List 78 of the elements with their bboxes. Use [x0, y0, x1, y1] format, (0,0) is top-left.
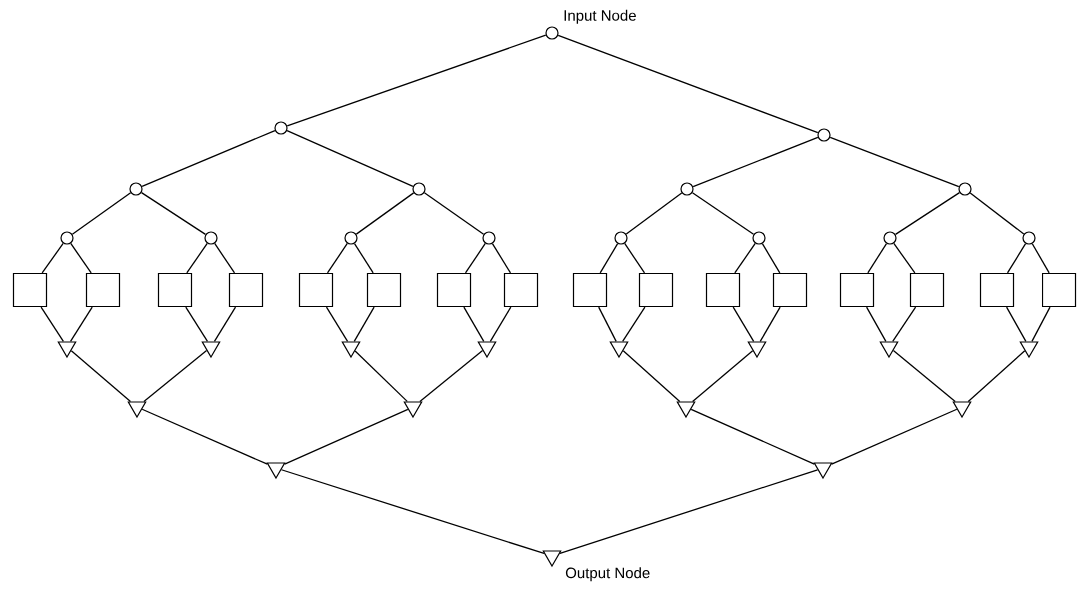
connector-line [734, 242, 756, 274]
connector-line [70, 242, 92, 274]
connector-line [761, 243, 781, 274]
connector-line [894, 191, 961, 236]
connector-line [491, 242, 512, 274]
square-box [638, 272, 674, 308]
connector-line [622, 306, 646, 343]
node-caption: Input Node [564, 9, 636, 24]
connector-line [892, 349, 956, 403]
connector-line [141, 408, 268, 465]
square-box [157, 272, 193, 308]
connector-line [143, 349, 208, 403]
connector-line [213, 306, 237, 343]
connector-line [419, 349, 484, 403]
connector-line [893, 242, 916, 274]
connector-line [353, 306, 375, 343]
connector-line [622, 350, 681, 403]
connector-line [829, 136, 960, 188]
connector-line [463, 306, 485, 343]
square-box [772, 272, 808, 308]
connector-line [625, 192, 683, 235]
square-box [298, 272, 334, 308]
connector-line [354, 350, 408, 403]
connector-line [759, 306, 781, 343]
square-box [979, 272, 1015, 308]
square-box [705, 272, 741, 308]
connector-line [185, 306, 209, 343]
square-box [85, 272, 121, 308]
connector-line [892, 306, 917, 343]
connector-line [286, 130, 414, 187]
connector-line [692, 350, 754, 403]
connector-line [1005, 306, 1027, 343]
connector-line [831, 408, 958, 465]
square-box [572, 272, 608, 308]
connector-line [214, 242, 236, 274]
connector-line [464, 242, 486, 274]
connector-line [70, 350, 132, 403]
connector-line [1031, 243, 1050, 274]
connector-line [969, 192, 1025, 235]
connector-line [732, 306, 755, 343]
square-box [839, 272, 875, 308]
connector-line [967, 350, 1026, 403]
connector-line [559, 469, 819, 555]
connector-line [1006, 242, 1027, 274]
square-box [366, 272, 402, 308]
connector-line [284, 408, 409, 465]
connector-line [40, 306, 64, 343]
connector-line [557, 34, 819, 134]
connector-line [41, 242, 64, 274]
square-box [228, 272, 264, 308]
connector-line [865, 306, 887, 343]
connector-line [69, 306, 93, 343]
connector-line [690, 408, 815, 465]
connector-line [691, 192, 755, 235]
connector-line [423, 192, 485, 235]
square-box [503, 272, 539, 308]
connector-line [141, 129, 276, 188]
connector-line [624, 242, 646, 274]
connector-line [599, 243, 619, 274]
square-box [909, 272, 945, 308]
square-box [1041, 272, 1077, 308]
connector-line [355, 192, 415, 235]
connector-line [867, 242, 888, 274]
square-box [12, 272, 48, 308]
connector-line [326, 242, 348, 274]
connector-line [140, 191, 207, 236]
connector-line [489, 306, 512, 343]
connector-line [598, 306, 617, 343]
square-box [436, 272, 472, 308]
connector-line [286, 34, 547, 127]
connector-line [280, 469, 545, 555]
connector-line [325, 306, 349, 343]
connector-line [353, 242, 374, 274]
connector-line [692, 136, 819, 188]
connector-line [71, 192, 132, 235]
connector-line [186, 242, 208, 274]
node-caption: Output Node [565, 567, 650, 582]
connector-line [1031, 306, 1051, 343]
